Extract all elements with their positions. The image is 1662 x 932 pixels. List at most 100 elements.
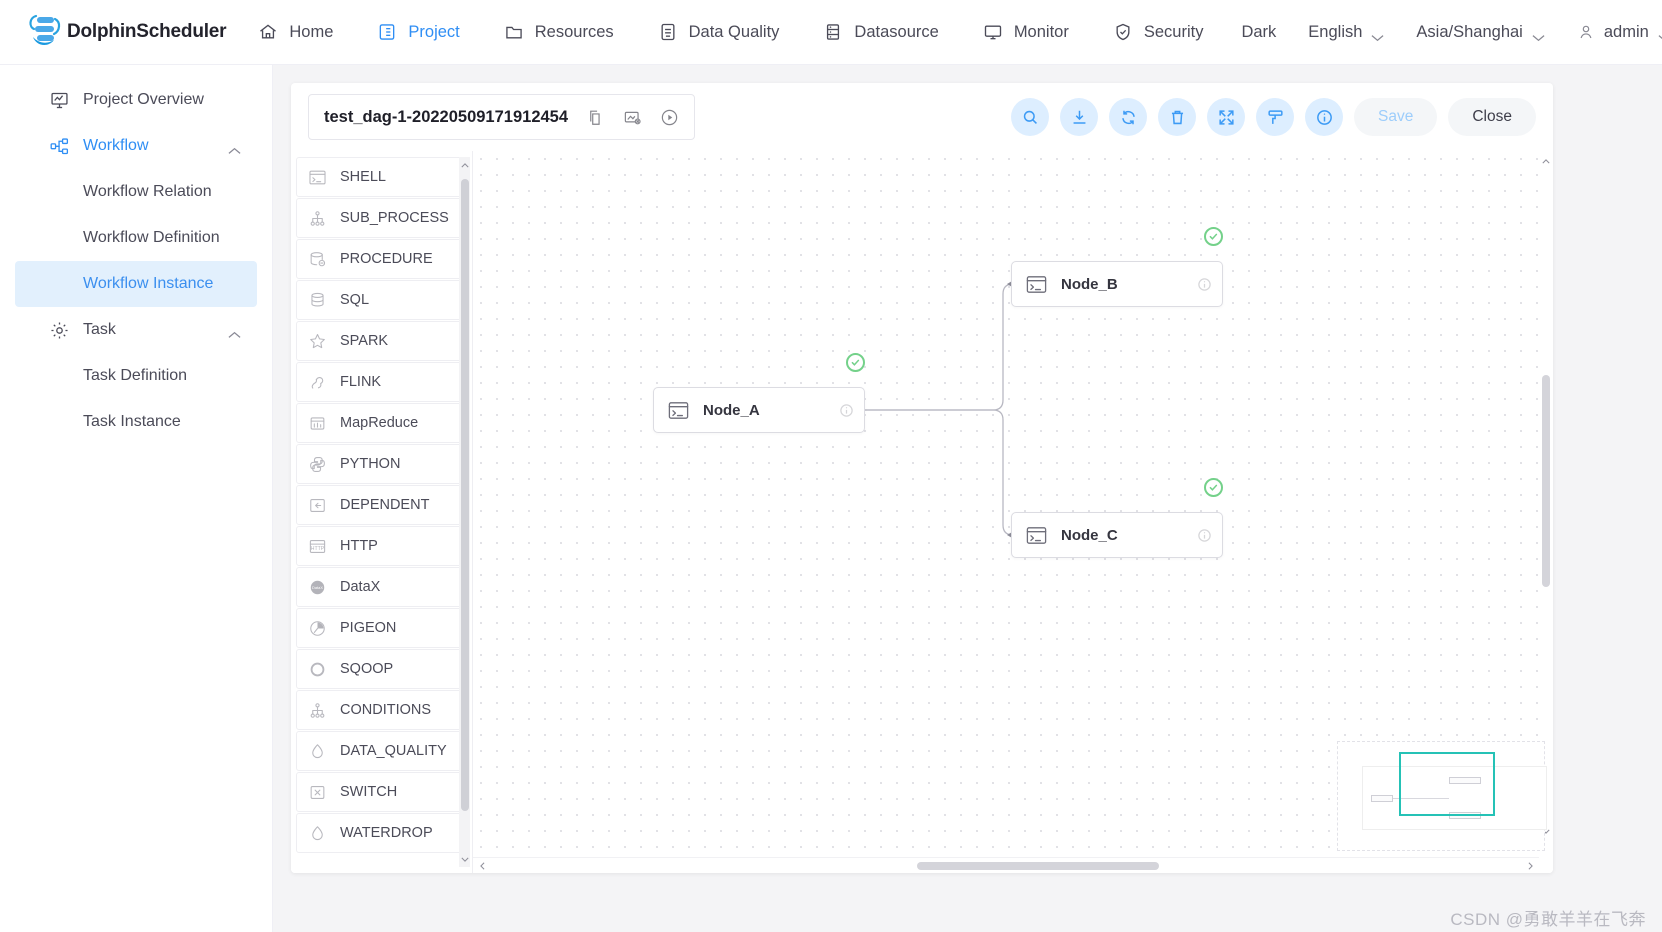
canvas-scroll-right-arrow[interactable] [1523,860,1537,872]
nav-label: Project [408,22,460,41]
sidebar-item-workflow-definition[interactable]: Workflow Definition [15,215,257,261]
sidebar-item-workflow-instance[interactable]: Workflow Instance [15,261,257,307]
refresh-button[interactable] [1109,98,1148,136]
sidebar-item-task-instance[interactable]: Task Instance [15,399,257,445]
conditions-icon [308,701,327,720]
close-button[interactable]: Close [1448,98,1536,136]
screenshot-icon[interactable] [623,108,642,127]
spark-icon [308,332,327,351]
sidebar-group-workflow[interactable]: Workflow [15,123,257,169]
task-type-sub-process[interactable]: SUB_PROCESS [296,198,466,238]
save-button[interactable]: Save [1354,98,1438,136]
task-type-python[interactable]: PYTHON [296,444,466,484]
chevron-down-icon [1371,28,1384,42]
dag-node-node_b[interactable]: Node_B [1011,261,1223,307]
format-button[interactable] [1256,98,1295,136]
dolphin-logo-icon [24,13,64,51]
search-button[interactable] [1011,98,1050,136]
play-circle-icon[interactable] [660,108,679,127]
nav-item-datasource[interactable]: Datasource [801,0,960,64]
task-type-shell[interactable]: SHELL [296,157,466,197]
scrollbar-thumb[interactable] [917,862,1159,870]
nav-item-home[interactable]: Home [236,0,355,64]
workflow-icon [49,136,70,157]
svg-text:HTTP: HTTP [311,546,325,552]
monitor-icon [983,22,1003,42]
download-button[interactable] [1060,98,1099,136]
node-info-icon[interactable] [1197,528,1212,543]
info-button[interactable] [1305,98,1344,136]
nav-item-project[interactable]: Project [355,0,481,64]
nav-item-resources[interactable]: Resources [482,0,636,64]
brand[interactable]: DolphinScheduler [24,13,227,51]
timezone-selector[interactable]: Asia/Shanghai [1400,0,1560,64]
dag-toolbar: Save Close [1011,98,1536,136]
minimap-viewport[interactable] [1399,752,1495,816]
task-type-dependent[interactable]: DEPENDENT [296,485,466,525]
sidebar-group-task[interactable]: Task [15,307,257,353]
task-list-scrollbar[interactable] [459,157,470,867]
canvas-scroll-left-arrow[interactable] [475,860,489,872]
dag-node-node_c[interactable]: Node_C [1011,512,1223,558]
content-area: test_dag-1-20220509171912454 [273,65,1662,932]
mapreduce-icon [308,414,327,433]
scrollbar-thumb[interactable] [460,179,469,811]
scroll-up-arrow[interactable] [459,157,470,173]
canvas-horizontal-scrollbar[interactable] [473,857,1539,873]
nav-item-monitor[interactable]: Monitor [961,0,1091,64]
sidebar-item-project-overview[interactable]: Project Overview [15,77,257,123]
scrollbar-thumb[interactable] [1542,375,1550,587]
fullscreen-button[interactable] [1207,98,1246,136]
dag-node-node_a[interactable]: Node_A [653,387,865,433]
watermark: CSDN @勇敢羊羊在飞奔 [1450,910,1646,929]
task-type-label: FLINK [340,374,382,390]
node-info-icon[interactable] [839,403,854,418]
task-type-waterdrop[interactable]: WATERDROP [296,813,466,853]
main-nav-items: Home Project Resources [236,0,1225,64]
brand-name: DolphinScheduler [67,21,227,42]
shell-icon [308,168,327,187]
minimap-edge [1393,798,1449,799]
node-info-icon[interactable] [1197,277,1212,292]
nav-item-data-quality[interactable]: Data Quality [636,0,802,64]
node-status-badge [846,353,865,372]
dag-header: test_dag-1-20220509171912454 [291,83,1553,151]
task-type-pigeon[interactable]: PIGEON [296,608,466,648]
canvas-scroll-up-arrow[interactable] [1540,154,1551,168]
shield-check-icon [1113,22,1133,42]
nav-item-security[interactable]: Security [1091,0,1226,64]
minimap[interactable] [1337,741,1547,851]
task-type-sqoop[interactable]: SQOOP [296,649,466,689]
delete-button[interactable] [1158,98,1197,136]
sidebar: Project Overview Workflow Workflow Relat… [0,65,273,932]
task-type-mapreduce[interactable]: MapReduce [296,403,466,443]
copy-icon[interactable] [586,108,605,127]
task-type-spark[interactable]: SPARK [296,321,466,361]
dag-panel: test_dag-1-20220509171912454 [291,83,1553,873]
task-type-switch[interactable]: SWITCH [296,772,466,812]
sidebar-item-task-definition[interactable]: Task Definition [15,353,257,399]
minimap-node [1449,777,1481,784]
task-type-procedure[interactable]: PROCEDURE [296,239,466,279]
task-type-label: DATA_QUALITY [340,743,447,759]
sidebar-item-workflow-relation[interactable]: Workflow Relation [15,169,257,215]
task-type-flink[interactable]: FLINK [296,362,466,402]
scroll-down-arrow[interactable] [459,851,470,867]
language-selector[interactable]: English [1292,0,1400,64]
dag-canvas[interactable]: Node_A Node_B Node_C [473,151,1539,857]
theme-toggle[interactable]: Dark [1225,0,1292,64]
theme-label: Dark [1241,22,1277,41]
task-type-conditions[interactable]: CONDITIONS [296,690,466,730]
user-menu[interactable]: admin [1561,0,1662,64]
sidebar-item-label: Workflow Instance [83,275,214,292]
task-type-data-quality[interactable]: DATA_QUALITY [296,731,466,771]
data-quality-icon [658,22,678,42]
nav-label: Datasource [854,22,939,41]
task-type-sql[interactable]: SQL [296,280,466,320]
shell-icon [667,399,690,422]
